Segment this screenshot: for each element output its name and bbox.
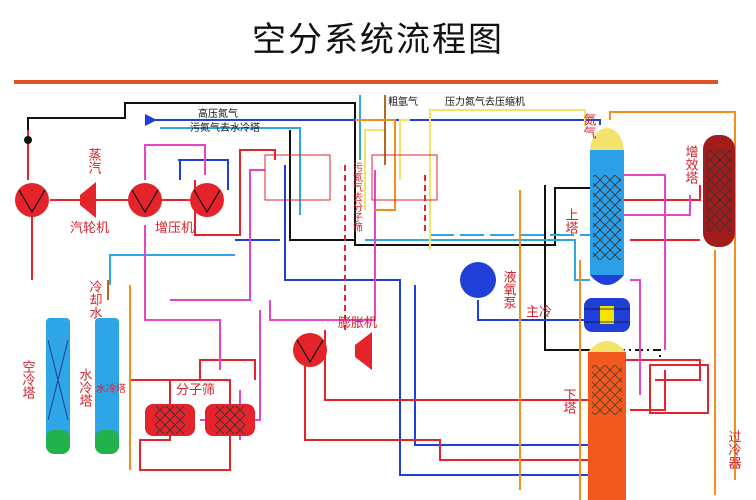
booster-compressor-1	[128, 183, 162, 217]
label-subcooler: 过冷器	[726, 430, 742, 470]
label-waste-n2-to-mol-sieve: 污氮气去分子筛	[351, 162, 363, 233]
label-turbine: 汽轮机	[70, 221, 109, 236]
label-waste-n2-to-water-cooler: 污氮气去水冷塔	[190, 121, 260, 134]
label-water-cooler-tower: 水冷塔	[77, 368, 93, 407]
air-cooling-tower	[46, 318, 70, 454]
pipes	[27, 95, 736, 500]
label-lower-tower: 下塔	[561, 388, 577, 414]
subcooler-box	[649, 364, 709, 414]
label-main-cooler: 主冷	[526, 305, 552, 320]
label-nitrogen: 氮气	[581, 113, 597, 139]
heat-exchanger-left	[264, 154, 331, 201]
label-pressure-n2-to-compressor: 压力氮气去压缩机	[445, 95, 525, 108]
upper-tower	[590, 128, 624, 285]
heat-exchanger-right	[371, 154, 438, 201]
label-cooling-water: 冷却水	[87, 280, 103, 319]
label-expander: 膨胀机	[338, 316, 377, 331]
label-hp-nitrogen: 高压氮气	[198, 107, 238, 120]
lower-tower	[588, 341, 626, 500]
page-title: 空分系统流程图	[252, 20, 504, 60]
label-water-cooler-tower-small: 水冷塔	[96, 382, 126, 395]
label-mol-sieve: 分子筛	[176, 383, 215, 398]
label-air-cooler-tower: 空冷塔	[20, 360, 36, 399]
booster-tower	[703, 135, 735, 247]
booster-compressor-2	[190, 183, 224, 217]
water-cooling-tower	[95, 318, 119, 454]
main-cooler	[584, 298, 630, 332]
label-booster: 增压机	[155, 221, 194, 236]
liquid-oxygen-pump	[460, 262, 496, 298]
label-upper-tower: 上塔	[563, 208, 579, 234]
steam-source-dot	[24, 136, 32, 144]
expander	[355, 332, 372, 370]
label-booster-tower: 增效塔	[683, 145, 699, 184]
title-divider	[14, 80, 718, 84]
label-steam: 蒸汽	[86, 148, 102, 174]
molecular-sieve-right	[205, 404, 255, 436]
molecular-sieve-left	[145, 404, 195, 436]
steam-turbine	[80, 182, 96, 218]
label-crude-argon: 粗氩气	[388, 95, 418, 108]
label-liquid-oxygen-pump: 液氧泵	[501, 270, 517, 309]
air-compressor	[15, 183, 49, 217]
expander-compressor	[293, 333, 327, 367]
